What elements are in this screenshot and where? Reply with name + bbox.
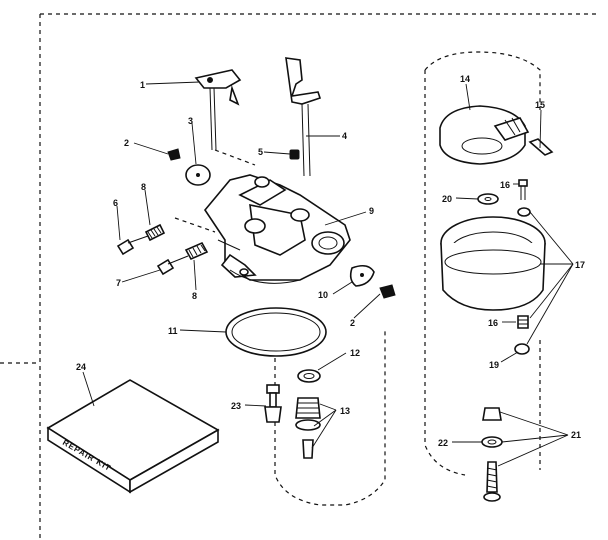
callout-14: 14 (460, 74, 470, 84)
float-bowl (440, 216, 546, 311)
throttle-shaft-lever (194, 69, 242, 151)
callout-11: 11 (168, 326, 178, 336)
callout-2: 2 (124, 138, 129, 148)
callout-21: 21 (571, 430, 581, 440)
bowl-screw (518, 179, 528, 200)
callout-10: 10 (318, 290, 328, 300)
callout-7: 7 (116, 278, 121, 288)
dashed-outline-float-bowl-area (174, 51, 541, 506)
screw-upper (167, 148, 181, 161)
callout-9: 9 (369, 206, 374, 216)
callout-17: 17 (575, 260, 585, 270)
callout-3: 3 (188, 116, 193, 126)
choke-screw (289, 149, 300, 160)
carburetor-body (204, 174, 351, 284)
callout-8-upper: 8 (141, 182, 146, 192)
callout-numbers: 1 2 3 5 4 6 8 7 8 9 10 2 11 12 13 23 24 … (76, 74, 585, 448)
callout-15: 15 (535, 100, 545, 110)
float-pin (528, 138, 554, 156)
callout-2-right: 2 (350, 318, 355, 328)
callout-4: 4 (342, 131, 347, 141)
washer-20 (477, 193, 499, 205)
main-nozzle (264, 384, 282, 423)
callout-24: 24 (76, 362, 86, 372)
gasket-small-a (517, 207, 531, 217)
callout-8-lower: 8 (192, 291, 197, 301)
repair-kit-box: REPAIR KIT (46, 379, 220, 494)
callout-13: 13 (340, 406, 350, 416)
callout-5: 5 (258, 147, 263, 157)
drain-screw (517, 315, 529, 329)
choke-shaft-lever (285, 57, 322, 177)
callout-12: 12 (350, 348, 360, 358)
screw-right (379, 284, 396, 299)
callout-20: 20 (442, 194, 452, 204)
callout-6: 6 (113, 198, 118, 208)
bowl-gasket (225, 307, 327, 357)
callout-16-lower: 16 (488, 318, 498, 328)
bowl-nut-bolt (481, 407, 503, 502)
washer (297, 369, 321, 383)
float (439, 105, 530, 165)
callout-16-upper: 16 (500, 180, 510, 190)
mixture-screw-spring (156, 241, 209, 276)
callout-23: 23 (231, 401, 241, 411)
callout-1: 1 (140, 80, 145, 90)
needle-valve-seat (295, 397, 321, 459)
idle-screw-spring (116, 223, 166, 256)
gasket-small-b (514, 343, 530, 355)
callout-22: 22 (438, 438, 448, 448)
frame-lines (0, 13, 600, 540)
callout-19: 19 (489, 360, 499, 370)
leader-lines (82, 81, 574, 467)
